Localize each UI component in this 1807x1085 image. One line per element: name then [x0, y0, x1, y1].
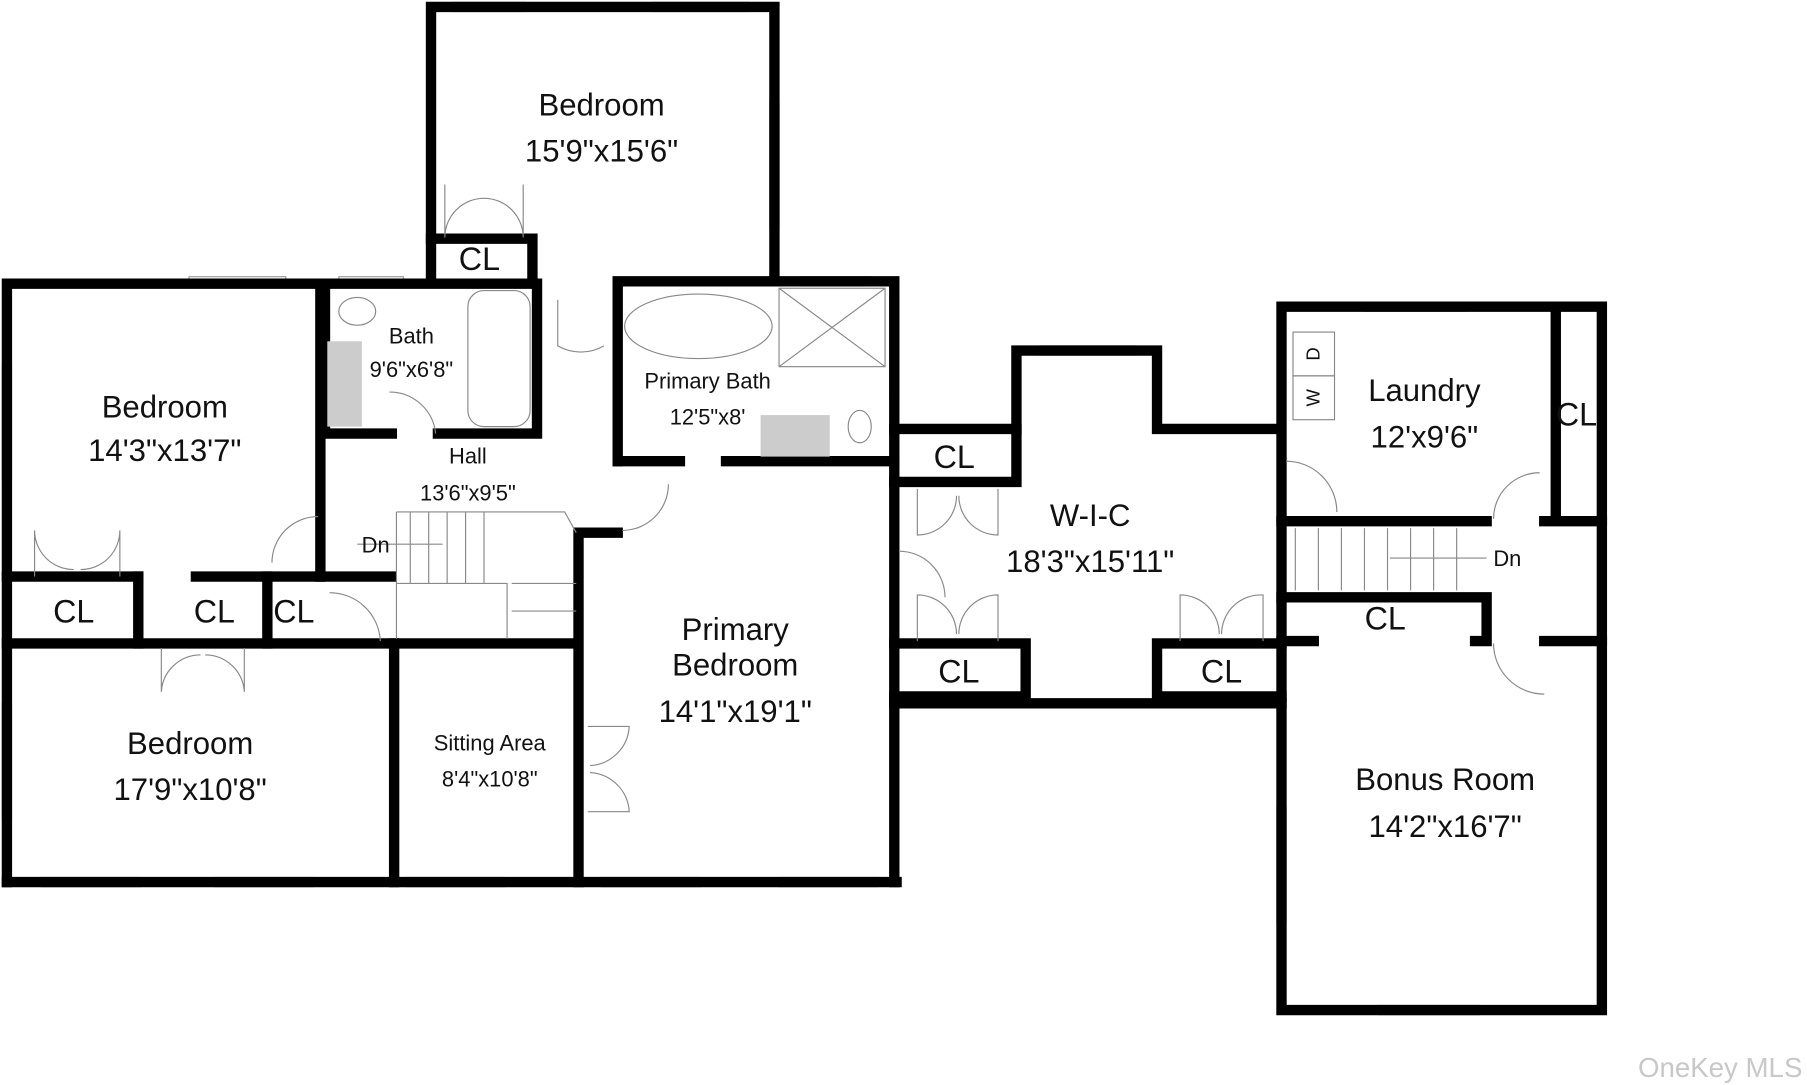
room-size: 12'5"x8' — [670, 404, 746, 429]
room-size: 17'9"x10'8" — [113, 772, 266, 807]
closet-labels: CL CL CL CL CL CL CL CL CL — [53, 241, 1597, 690]
room-size: 15'9"x15'6" — [525, 133, 678, 168]
walls — [1, 1, 1608, 1016]
watermark: OneKey MLS — [1638, 1052, 1802, 1083]
room-name-line2: Bedroom — [672, 648, 798, 683]
fixtures — [33, 184, 1545, 813]
stairs-down-label: Dn — [362, 532, 390, 557]
room-primary-bedroom: Primary Bedroom 14'1"x19'1" — [659, 612, 812, 729]
room-size: 13'6"x9'5" — [420, 480, 516, 505]
windows — [1, 1, 1481, 1016]
closet-label: CL — [194, 594, 235, 630]
closet-label: CL — [1556, 396, 1597, 432]
room-name: Primary Bath — [644, 369, 770, 394]
room-name: W-I-C — [1050, 498, 1131, 533]
closet-label: CL — [53, 594, 94, 630]
room-bedroom-left: Bedroom 14'3"x13'7" — [88, 389, 241, 468]
room-bonus: Bonus Room 14'2"x16'7" — [1355, 762, 1535, 844]
closet-label: CL — [1201, 654, 1242, 690]
closet-label: CL — [934, 439, 975, 475]
closet-label: CL — [1365, 601, 1406, 637]
room-bath: Bath 9'6"x6'8" — [370, 324, 454, 382]
room-size: 9'6"x6'8" — [370, 357, 454, 382]
room-bedroom-bottom: Bedroom 17'9"x10'8" — [113, 726, 266, 807]
room-hall: Hall 13'6"x9'5" — [420, 444, 516, 506]
room-name: Sitting Area — [434, 731, 547, 756]
washer-label: W — [1303, 388, 1324, 406]
room-name: Bedroom — [102, 389, 228, 424]
room-name: Bath — [389, 324, 434, 349]
room-name: Laundry — [1368, 373, 1481, 408]
room-sitting-area: Sitting Area 8'4"x10'8" — [434, 731, 547, 792]
room-laundry: Laundry 12'x9'6" — [1368, 373, 1481, 454]
room-name: Bonus Room — [1355, 762, 1535, 797]
stairs-down-label: Dn — [1493, 546, 1521, 571]
room-wic: W-I-C 18'3"x15'11" — [1006, 498, 1174, 579]
closet-label: CL — [273, 594, 314, 630]
room-size: 18'3"x15'11" — [1006, 544, 1174, 579]
dryer-label: D — [1303, 347, 1324, 360]
closet-label: CL — [938, 654, 979, 690]
room-size: 14'1"x19'1" — [659, 694, 812, 729]
room-name: Bedroom — [538, 87, 664, 122]
room-size: 8'4"x10'8" — [442, 766, 538, 791]
room-name-line1: Primary — [682, 612, 790, 647]
room-size: 14'3"x13'7" — [88, 433, 241, 468]
room-size: 14'2"x16'7" — [1368, 809, 1521, 844]
room-name: Bedroom — [127, 726, 253, 761]
room-name: Hall — [449, 444, 487, 469]
room-primary-bath: Primary Bath 12'5"x8' — [644, 369, 770, 430]
room-size: 12'x9'6" — [1371, 419, 1479, 454]
closet-label: CL — [459, 241, 500, 277]
room-bedroom-top: Bedroom 15'9"x15'6" — [525, 87, 678, 168]
